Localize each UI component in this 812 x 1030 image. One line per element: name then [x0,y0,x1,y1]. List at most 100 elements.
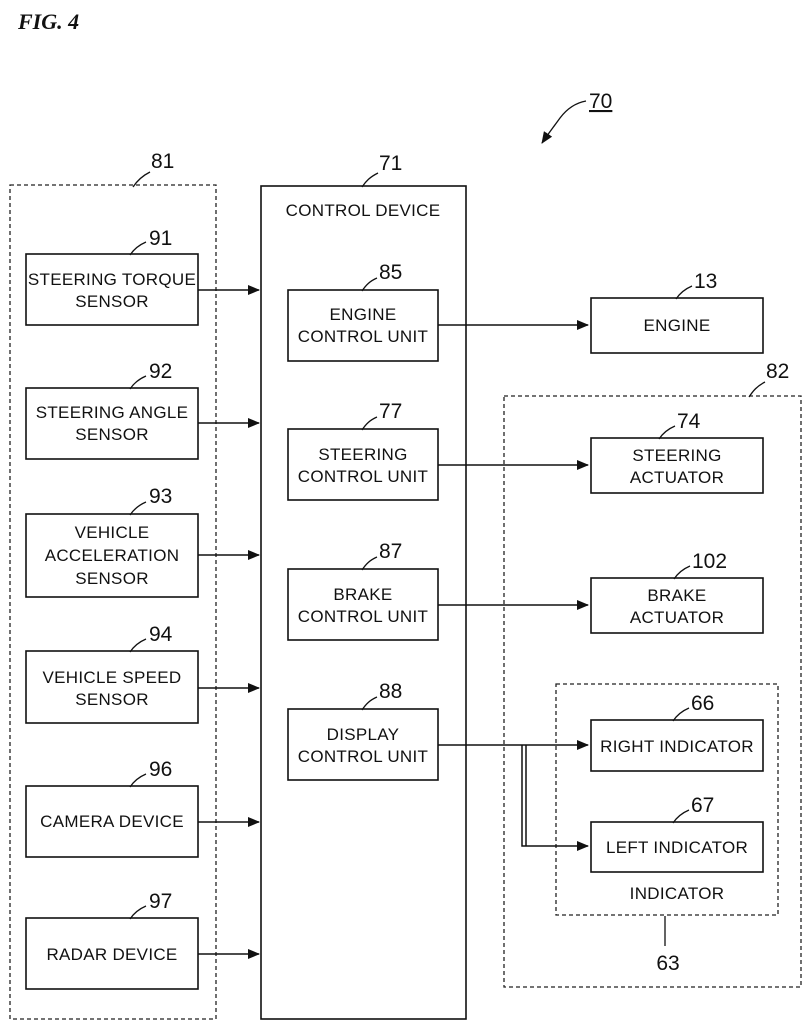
output-block: ENGINE 13 [590,270,764,354]
sensor-group-ref: 81 [151,150,174,173]
sensor-block: VEHICLE ACCELERATION SENSOR 93 [25,485,199,598]
ref-leader [132,171,151,188]
control-unit-label-line: CONTROL UNIT [298,467,428,486]
ref-leader [675,285,693,300]
sensor-box [25,513,199,598]
ref-leader [658,425,676,440]
control-unit-label-line: DISPLAY [327,725,400,744]
ref-leader [129,241,147,256]
control-unit-block: ENGINE CONTROL UNIT 85 [287,261,439,362]
indicator-group-title: INDICATOR [630,884,725,903]
ref-leader [129,638,147,653]
output-box [590,719,764,772]
control-unit-label-line: CONTROL UNIT [298,747,428,766]
control-unit-box [287,568,439,641]
sensor-label-line: ACCELERATION [45,546,180,565]
sensor-label-line: SENSOR [75,690,149,709]
ref-leader [672,809,690,824]
indicator-group-frame [555,683,779,916]
output-block: BRAKE ACTUATOR 102 [590,550,764,634]
sensor-block: CAMERA DEVICE 96 [25,758,199,858]
sensor-ref: 91 [149,227,172,250]
control-unit-ref: 87 [379,540,402,563]
output-block: RIGHT INDICATOR 66 [590,692,764,772]
ref-leader [673,565,691,580]
control-device-ref: 71 [379,152,402,175]
ref-leader [361,416,378,431]
output-ref: 74 [677,410,701,433]
sensor-label-line: STEERING TORQUE [28,270,196,289]
ref-leader [129,501,147,516]
control-unit-box [287,289,439,362]
output-label-line: STEERING [632,446,721,465]
figure-ref-label: 70 [589,90,612,113]
figure-ref-arrow [541,100,587,144]
output-box [590,297,764,354]
sensor-block: STEERING TORQUE SENSOR 91 [25,227,199,326]
sensor-label-line: SENSOR [75,425,149,444]
ref-leader [361,696,378,711]
sensor-box [25,785,199,858]
ref-leader [129,905,147,920]
output-ref: 67 [691,794,714,817]
ref-leader [361,277,378,292]
output-ref: 66 [691,692,714,715]
sensor-label-line: SENSOR [75,292,149,311]
ref-leader [748,381,766,398]
control-device-title: CONTROL DEVICE [286,201,441,220]
control-unit-block: DISPLAY CONTROL UNIT 88 [287,680,439,781]
ref-leader [672,707,690,722]
sensor-box [25,650,199,724]
sensor-group-frame [9,184,217,1020]
indicator-group-ref: 63 [656,952,679,975]
sensor-label-line: CAMERA DEVICE [40,812,184,831]
output-arrow [521,745,589,851]
control-unit-box [287,708,439,781]
control-unit-ref: 85 [379,261,402,284]
output-box [590,821,764,873]
output-label-line: BRAKE [647,586,706,605]
sensor-block: VEHICLE SPEED SENSOR 94 [25,623,199,724]
figure-title: FIG. 4 [17,9,79,34]
control-unit-label-line: STEERING [318,445,407,464]
sensor-box [25,917,199,990]
sensor-label-line: RADAR DEVICE [46,945,177,964]
output-ref: 102 [692,550,727,573]
output-box [590,437,764,494]
control-unit-label-line: BRAKE [333,585,392,604]
output-box [590,577,764,634]
output-label-line: ACTUATOR [630,608,724,627]
sensor-block: RADAR DEVICE 97 [25,890,199,990]
sensor-ref: 97 [149,890,172,913]
sensor-ref: 96 [149,758,172,781]
sensor-ref: 94 [149,623,173,646]
sensor-label-line: VEHICLE SPEED [42,668,181,687]
sensor-ref: 93 [149,485,172,508]
ref-leader [361,172,379,188]
output-ref: 13 [694,270,717,293]
sensor-label-line: SENSOR [75,569,149,588]
control-unit-ref: 77 [379,400,402,423]
control-unit-box [287,428,439,501]
output-block: STEERING ACTUATOR 74 [590,410,764,494]
ref-leader [361,556,378,571]
output-label-line: ACTUATOR [630,468,724,487]
output-label-line: LEFT INDICATOR [606,838,748,857]
ref-leader [129,773,147,788]
control-unit-block: STEERING CONTROL UNIT 77 [287,400,439,501]
actuator-group-frame [503,395,802,988]
output-label-line: RIGHT INDICATOR [600,737,754,756]
sensor-box [25,253,199,326]
control-unit-label-line: CONTROL UNIT [298,607,428,626]
control-unit-label-line: ENGINE [330,305,397,324]
output-block: LEFT INDICATOR 67 [590,794,764,873]
sensor-box [25,387,199,460]
sensor-label-line: VEHICLE [75,523,150,542]
actuator-group-ref: 82 [766,360,789,383]
control-unit-ref: 88 [379,680,402,703]
control-unit-label-line: CONTROL UNIT [298,327,428,346]
ref-leader [129,375,147,390]
sensor-label-line: STEERING ANGLE [36,403,189,422]
sensor-block: STEERING ANGLE SENSOR 92 [25,360,199,460]
